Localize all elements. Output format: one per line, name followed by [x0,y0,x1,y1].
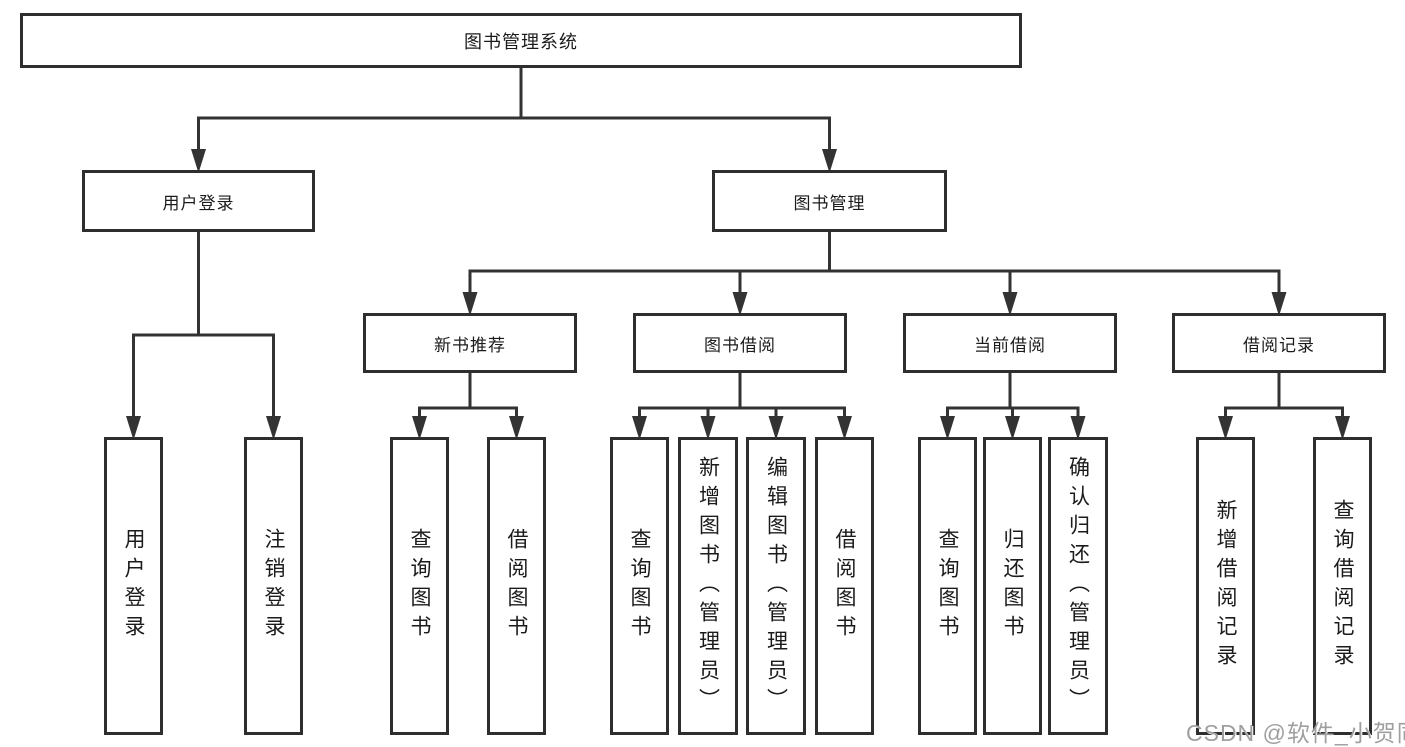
node-leaf-bb-edit: 编辑图书（管理员） [746,437,806,735]
node-current-borrow: 当前借阅 [903,313,1117,373]
node-leaf-logout: 注销登录 [244,437,303,735]
node-leaf-br-add: 新增借阅记录 [1196,437,1255,735]
node-leaf-user-login: 用户登录 [104,437,163,735]
node-new-book-rec: 新书推荐 [363,313,577,373]
node-leaf-nb-borrow: 借阅图书 [487,437,546,735]
watermark: CSDN @软件_小贺同学 [1186,720,1405,746]
node-leaf-bb-add: 新增图书（管理员） [678,437,738,735]
node-leaf-bb-query: 查询图书 [610,437,669,735]
node-book-mgmt: 图书管理 [712,170,947,232]
node-leaf-bb-borrow: 借阅图书 [815,437,874,735]
node-borrow-records: 借阅记录 [1172,313,1386,373]
node-leaf-cb-confirm: 确认归还（管理员） [1048,437,1108,735]
node-leaf-nb-query: 查询图书 [390,437,449,735]
node-leaf-br-query: 查询借阅记录 [1313,437,1372,735]
node-user-login: 用户登录 [82,170,315,232]
node-book-borrow: 图书借阅 [633,313,847,373]
node-root: 图书管理系统 [20,13,1022,68]
node-leaf-cb-return: 归还图书 [983,437,1042,735]
node-leaf-cb-query: 查询图书 [918,437,977,735]
